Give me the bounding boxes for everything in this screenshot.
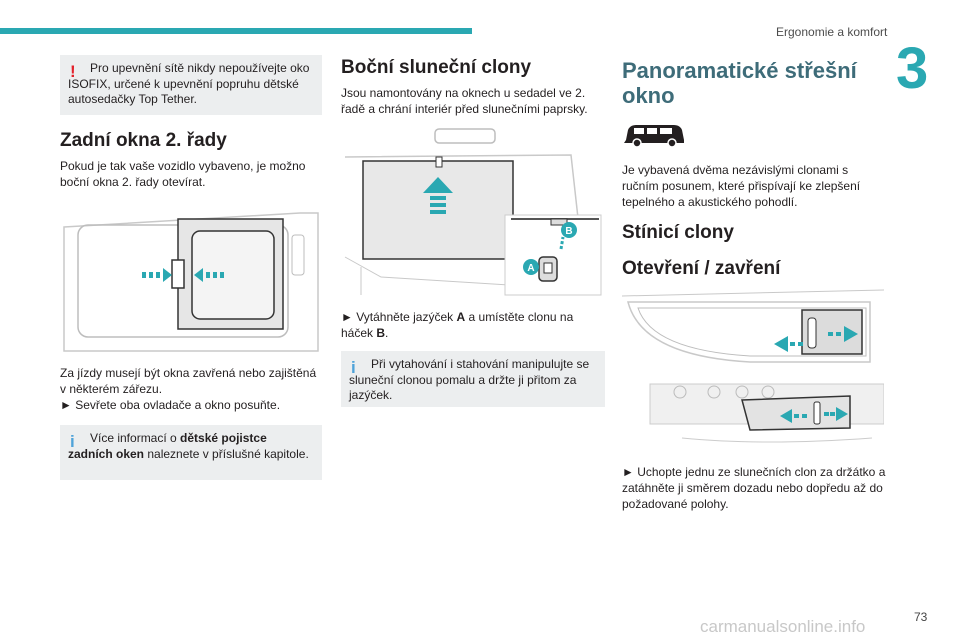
label-a-marker: A xyxy=(527,263,534,274)
step-label-a: A xyxy=(456,310,466,324)
warning-icon: ! xyxy=(70,62,76,81)
step-text-mid: a umístěte clonu na háček xyxy=(341,310,574,340)
info-box-sunblind: i Při vytahování i stahování manipulujte… xyxy=(341,351,605,407)
step-text-pre: ► Vytáhněte jazýček xyxy=(341,310,457,324)
heading-side-sunblinds: Boční sluneční clony xyxy=(341,57,532,78)
roof-blind-illustration xyxy=(621,288,885,458)
warning-text: Pro upevnění sítě nikdy nepoužívejte oko… xyxy=(68,61,310,106)
heading-rear-windows: Zadní okna 2. řady xyxy=(60,130,227,151)
label-b-marker: B xyxy=(565,226,572,237)
roof-blind-step: ► Uchopte jednu ze slunečních clon za dr… xyxy=(622,465,886,511)
info-text: Více informací o dětské pojistce zadních… xyxy=(68,431,314,462)
rear-windows-step: ► Sevřete oba ovladače a okno posuňte. xyxy=(60,398,281,412)
side-sunblind-illustration: B A xyxy=(341,127,605,297)
info-text-pre: Více informací o xyxy=(90,431,181,445)
heading-panoramic-roof: Panoramatické střešní okno xyxy=(622,58,857,108)
watermark: carmanualsonline.info xyxy=(700,617,866,636)
step-text-end: . xyxy=(385,326,389,340)
info-icon: i xyxy=(351,358,356,377)
heading-open-close: Otevření / zavření xyxy=(622,258,781,279)
side-sunblinds-step: ► Vytáhněte jazýček A a umístěte clonu n… xyxy=(341,309,605,341)
rear-window-illustration xyxy=(60,205,322,353)
column-left: ! Pro upevnění sítě nikdy nepoužívejte o… xyxy=(60,55,322,480)
info-icon: i xyxy=(70,432,75,451)
step-label-b: B xyxy=(376,326,386,340)
info-box-child-lock: i Více informací o dětské pojistce zadní… xyxy=(60,425,322,480)
sunblind-info-text: Při vytahování i stahování manipulujte s… xyxy=(349,357,590,402)
rear-windows-intro: Pokud je tak vaše vozidlo vybaveno, je m… xyxy=(60,159,306,189)
chapter-number: 3 xyxy=(896,36,929,101)
column-right: Panoramatické střešní okno Je vybavená d… xyxy=(621,58,886,512)
section-title: Ergonomie a komfort xyxy=(776,25,888,39)
rear-windows-note: Za jízdy musejí být okna zavřená nebo za… xyxy=(60,366,317,396)
info-text-post: naleznete v příslušné kapitole. xyxy=(144,446,309,461)
page-number: 73 xyxy=(914,610,928,624)
info-text-bold: dětské pojistce zadních oken xyxy=(68,431,267,461)
panoramic-intro: Je vybavená dvěma nezávislými clonami s … xyxy=(622,163,861,209)
column-middle: Boční sluneční clony Jsou namontovány na… xyxy=(341,57,605,407)
side-sunblinds-intro: Jsou namontovány na oknech u sedadel ve … xyxy=(341,86,588,116)
vehicle-icon xyxy=(622,122,686,148)
header-accent-bar xyxy=(0,28,472,34)
warning-box: ! Pro upevnění sítě nikdy nepoužívejte o… xyxy=(60,55,322,115)
heading-sun-blinds: Stínicí clony xyxy=(622,222,734,243)
